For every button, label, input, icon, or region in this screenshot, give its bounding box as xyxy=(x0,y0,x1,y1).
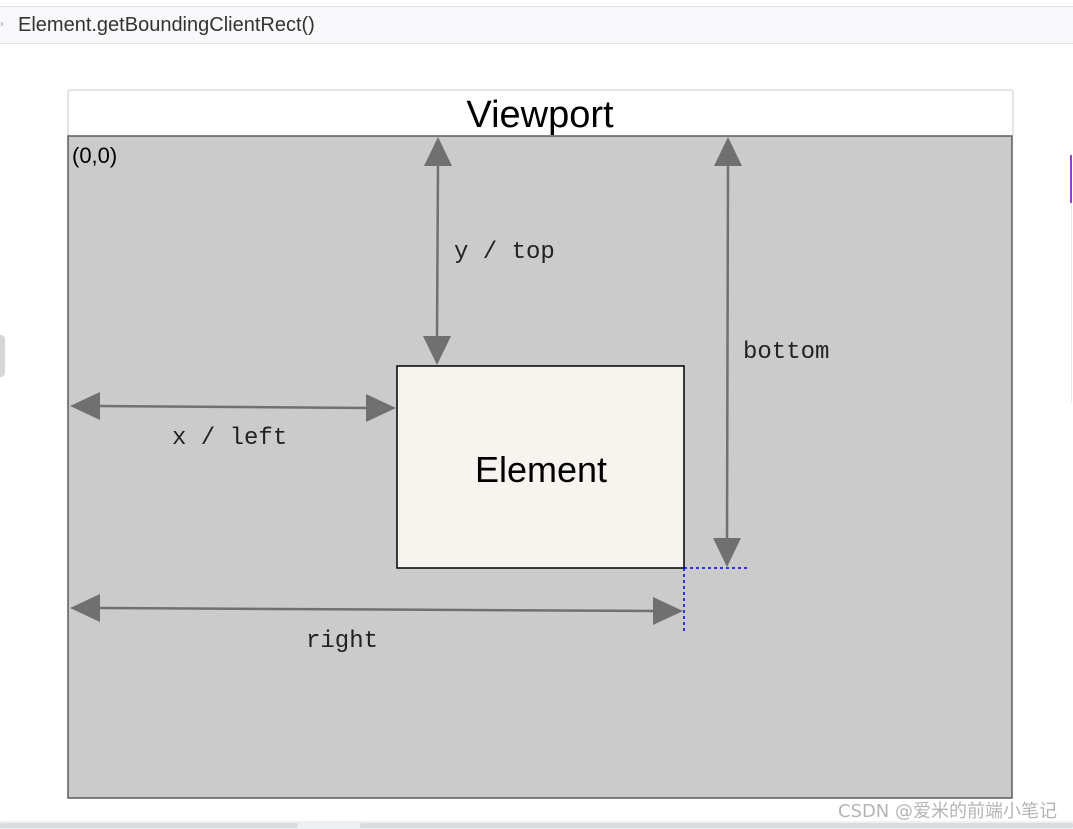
horizontal-scrollbar[interactable] xyxy=(0,821,1073,829)
viewport-label: Viewport xyxy=(466,94,614,136)
x-left-label: x / left xyxy=(172,425,287,452)
element-box xyxy=(396,365,685,569)
right-label: right xyxy=(306,628,378,655)
y-top-arrow xyxy=(423,137,452,365)
right-divider xyxy=(1071,203,1072,403)
bottom-label: bottom xyxy=(743,339,829,366)
page-title: Element.getBoundingClientRect() xyxy=(18,14,315,36)
element-label: Element xyxy=(475,449,607,490)
right-arrow xyxy=(70,594,683,625)
scrollbar-thumb[interactable] xyxy=(0,823,298,828)
sidebar-toggle-handle[interactable] xyxy=(0,335,5,377)
watermark-text: CSDN @爱米的前端小笔记 xyxy=(837,801,1057,822)
x-left-arrow xyxy=(70,392,396,422)
origin-label: (0,0) xyxy=(72,143,117,168)
title-bar: › Element.getBoundingClientRect() xyxy=(0,6,1073,44)
scrollbar-track-segment xyxy=(360,823,1073,828)
bottom-arrow xyxy=(713,137,742,567)
chevron-right-icon[interactable]: › xyxy=(0,19,4,30)
right-accent-bar xyxy=(1070,155,1072,203)
y-top-label: y / top xyxy=(454,239,555,266)
